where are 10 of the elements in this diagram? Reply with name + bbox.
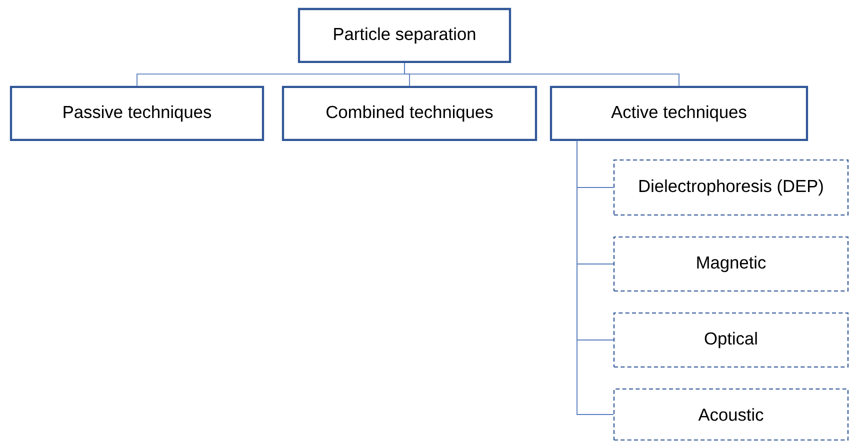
method-box: Optical xyxy=(613,312,849,368)
connector-line xyxy=(576,140,614,415)
method-box: Magnetic xyxy=(613,236,849,292)
method-box: Acoustic xyxy=(613,388,849,441)
process-box: Passive techniques xyxy=(10,86,264,142)
method-box: Dielectrophoresis (DEP) xyxy=(613,159,849,216)
process-box: Active techniques xyxy=(550,86,808,142)
connector-line xyxy=(404,62,680,86)
process-box: Particle separation xyxy=(298,8,512,64)
process-box: Combined techniques xyxy=(282,86,538,142)
